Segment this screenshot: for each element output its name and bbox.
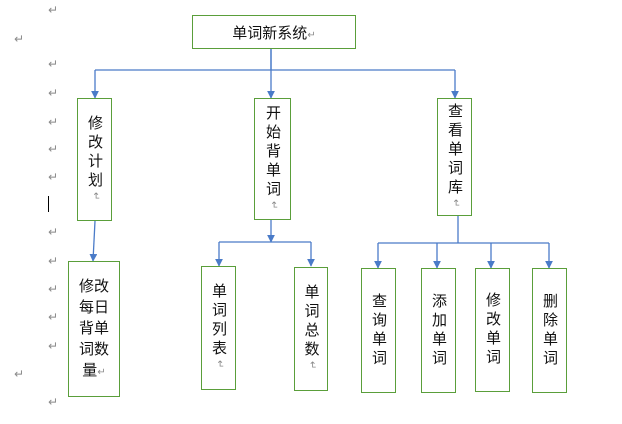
- node-modify-plan[interactable]: 修改计划: [77, 98, 112, 221]
- return-arrow-icon: ↵: [48, 115, 59, 129]
- node-start-study[interactable]: 开始背单词: [254, 98, 291, 220]
- node-word-list[interactable]: 单词列表: [201, 266, 236, 390]
- root-node-label: 单词新系统: [232, 22, 315, 43]
- text-cursor: [48, 196, 49, 212]
- return-arrow-icon: ↵: [48, 254, 59, 268]
- return-arrow-icon: ↵: [48, 57, 59, 71]
- node-word-list-label: 单词列表: [210, 283, 228, 372]
- node-word-total-label: 单词总数: [303, 284, 321, 373]
- node-delete-word[interactable]: 删除单词: [532, 268, 567, 393]
- node-query-word-label: 查询单词: [370, 292, 388, 369]
- return-arrow-icon: ↵: [48, 395, 59, 409]
- node-daily-count[interactable]: 修改每日背单词数量: [68, 261, 120, 397]
- node-query-word[interactable]: 查询单词: [361, 268, 396, 393]
- arrow-to-daily-count: [89, 220, 98, 262]
- node-add-word-label: 添加单词: [430, 292, 448, 369]
- return-arrow-icon: ↵: [48, 3, 59, 17]
- node-delete-word-label: 删除单词: [541, 292, 559, 369]
- return-arrow-icon: ↵: [48, 170, 59, 184]
- return-arrow-icon: ↵: [48, 282, 59, 296]
- root-node[interactable]: 单词新系统: [192, 15, 356, 49]
- return-arrow-icon: ↵: [48, 142, 59, 156]
- node-start-study-label: 开始背单词: [264, 105, 282, 213]
- return-arrow-icon: ↵: [48, 225, 59, 239]
- node-daily-count-label: 修改每日背单词数量: [78, 276, 110, 383]
- return-arrow-icon: ↵: [14, 367, 25, 381]
- node-view-library[interactable]: 查看单词库: [437, 98, 472, 216]
- return-arrow-icon: ↵: [14, 32, 25, 46]
- node-modify-plan-label: 修改计划: [86, 115, 104, 204]
- node-add-word[interactable]: 添加单词: [421, 268, 456, 393]
- node-edit-word-label: 修改单词: [484, 292, 502, 368]
- return-arrow-icon: ↵: [48, 339, 59, 353]
- node-word-total[interactable]: 单词总数: [294, 267, 328, 391]
- return-arrow-icon: ↵: [48, 86, 59, 100]
- node-edit-word[interactable]: 修改单词: [475, 268, 510, 392]
- node-view-library-label: 查看单词库: [446, 103, 464, 211]
- return-arrow-icon: ↵: [48, 310, 59, 324]
